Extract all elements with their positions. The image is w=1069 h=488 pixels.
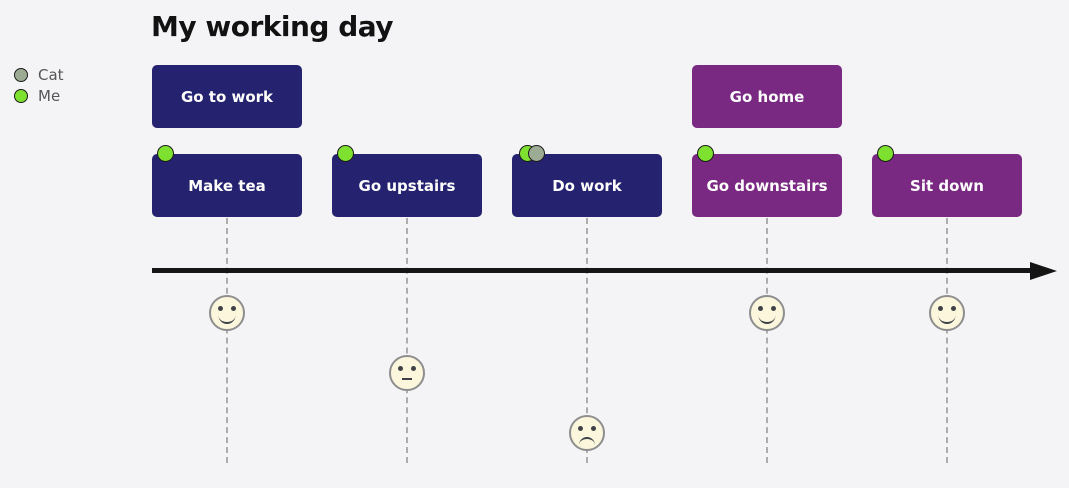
eye-icon <box>771 306 776 311</box>
me-badge-icon <box>157 145 174 162</box>
eye-icon <box>411 366 416 371</box>
eye-icon <box>758 306 763 311</box>
dropline-do-work <box>586 218 588 463</box>
dropline-go-downstairs <box>766 218 768 463</box>
legend-item-cat: Cat <box>14 64 64 85</box>
event-card-do-work[interactable]: Do work <box>512 145 662 217</box>
event-label: Go to work <box>180 87 274 106</box>
event-label: Go home <box>729 87 805 106</box>
legend-item-me: Me <box>14 85 64 106</box>
event-label: Go upstairs <box>358 176 456 195</box>
mouth-icon <box>218 315 236 324</box>
legend-label: Cat <box>38 65 64 84</box>
me-swatch-icon <box>14 88 28 103</box>
event-label: Go downstairs <box>706 176 828 195</box>
eye-icon <box>578 426 583 431</box>
timeline-axis <box>152 268 1034 273</box>
dropline-make-tea <box>226 218 228 463</box>
mouth-icon <box>758 315 776 324</box>
mouth-icon <box>938 315 956 324</box>
cat-badge-icon <box>528 145 545 162</box>
legend: Cat Me <box>14 64 64 106</box>
event-card-go-to-work[interactable]: Go to work <box>152 65 302 128</box>
event-card-go-upstairs[interactable]: Go upstairs <box>332 145 482 217</box>
mouth-icon <box>402 378 412 380</box>
eye-icon <box>398 366 403 371</box>
mood-face-sit-down[interactable] <box>929 295 965 331</box>
dropline-go-upstairs <box>406 218 408 463</box>
event-card-make-tea[interactable]: Make tea <box>152 145 302 217</box>
eye-icon <box>218 306 223 311</box>
mood-face-make-tea[interactable] <box>209 295 245 331</box>
eye-icon <box>231 306 236 311</box>
eye-icon <box>591 426 596 431</box>
mood-face-do-work[interactable] <box>569 415 605 451</box>
event-card-sit-down[interactable]: Sit down <box>872 145 1022 217</box>
mouth-icon <box>579 437 595 446</box>
me-badge-icon <box>337 145 354 162</box>
me-badge-icon <box>697 145 714 162</box>
event-card-go-home[interactable]: Go home <box>692 65 842 128</box>
event-label: Make tea <box>188 176 266 195</box>
event-card-go-downstairs[interactable]: Go downstairs <box>692 145 842 217</box>
event-label: Sit down <box>910 176 984 195</box>
page-title: My working day <box>151 10 394 43</box>
me-badge-icon <box>877 145 894 162</box>
event-label: Do work <box>552 176 622 195</box>
mood-face-go-downstairs[interactable] <box>749 295 785 331</box>
legend-label: Me <box>38 86 61 105</box>
mood-face-go-upstairs[interactable] <box>389 355 425 391</box>
arrow-right-icon <box>1030 262 1057 280</box>
dropline-sit-down <box>946 218 948 463</box>
cat-swatch-icon <box>14 67 28 82</box>
eye-icon <box>938 306 943 311</box>
eye-icon <box>951 306 956 311</box>
